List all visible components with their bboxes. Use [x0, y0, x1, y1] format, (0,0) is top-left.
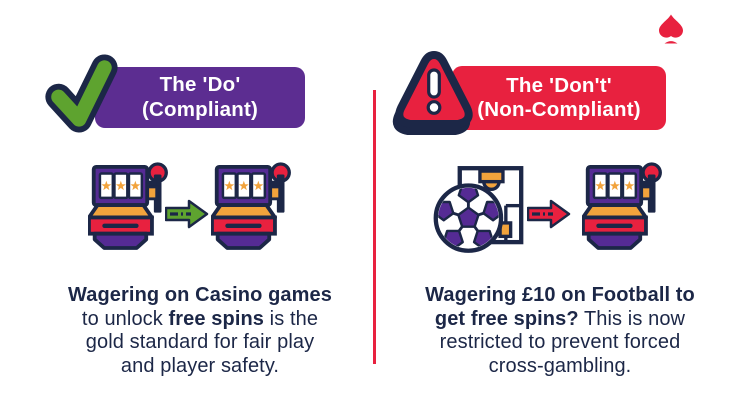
dont-banner: The 'Don't' (Non-Compliant) [452, 66, 666, 130]
dont-banner-line2: (Non-Compliant) [477, 98, 641, 121]
warning-triangle-icon [392, 51, 473, 135]
slot-machine-icon [211, 161, 295, 251]
do-banner-line1: The 'Do' [159, 73, 241, 96]
dont-banner-line1: The 'Don't' [506, 73, 612, 97]
slot-machine-icon [88, 161, 172, 251]
red-arrow-right-icon [527, 199, 571, 229]
do-banner: The 'Do' (Compliant) [95, 67, 305, 128]
do-banner-line2: (Compliant) [141, 97, 259, 121]
slot-machine-icon [582, 161, 666, 251]
soccer-ball-icon [433, 183, 504, 253]
green-arrow-right-icon [165, 199, 209, 229]
panel-divider [373, 90, 376, 364]
checkmark-icon [45, 54, 118, 133]
spade-icon [659, 14, 683, 44]
football-icon [433, 166, 524, 253]
